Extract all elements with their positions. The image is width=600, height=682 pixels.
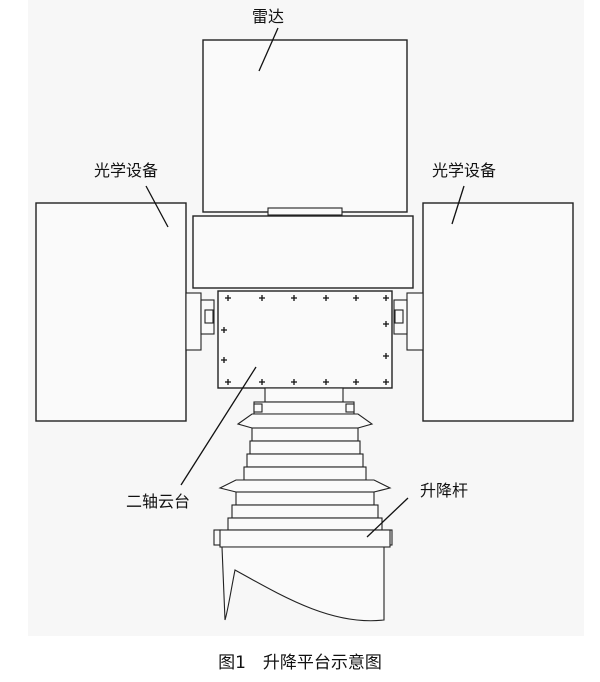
optical-right-body: [422, 202, 574, 422]
radar-label: 雷达: [252, 7, 284, 26]
optical-left-body: [35, 202, 187, 422]
gimbal-bolt: [291, 379, 297, 385]
gimbal-bolt: [353, 295, 359, 301]
gimbal-bolt: [259, 379, 265, 385]
upper-housing: [192, 215, 414, 289]
gimbal-bolt: [323, 295, 329, 301]
optical-right-bracket-inner: [394, 309, 404, 324]
gimbal-bolt: [221, 327, 227, 333]
optical-left-label: 光学设备: [94, 161, 158, 180]
gimbal-bolt: [323, 379, 329, 385]
optical-left-mount: [185, 292, 202, 351]
gimbal-bolt: [383, 295, 389, 301]
mast-top-clamp-left: [253, 403, 263, 413]
radar-leader-line: [258, 27, 279, 72]
mast-top-ring: [253, 401, 355, 415]
mast-base-plate: [219, 529, 391, 548]
mast-section-2: [249, 440, 361, 455]
radar-body: [202, 39, 408, 213]
mast-leader-line: [366, 497, 409, 538]
gimbal-bolt: [383, 321, 389, 327]
gimbal-label: 二轴云台: [126, 492, 190, 511]
mast-section-5: [235, 491, 375, 506]
radar-mount-plate: [267, 207, 343, 216]
optical-device-right: [393, 202, 574, 422]
optical-device-left: [35, 202, 215, 422]
gimbal-bolt: [291, 295, 297, 301]
mast-base-column: [221, 546, 385, 622]
mast-label: 升降杆: [420, 481, 468, 500]
mast-section-3: [246, 453, 364, 468]
optical-right-leader-line: [451, 185, 465, 225]
gimbal-body: [217, 290, 393, 389]
mast-top-collar: [264, 387, 344, 403]
mast-section-7: [227, 517, 383, 531]
gimbal-bolt: [259, 295, 265, 301]
optical-right-label: 光学设备: [432, 161, 496, 180]
mast-section-1: [251, 427, 359, 442]
lifting-mast: [213, 387, 393, 622]
mast-top-clamp-right: [345, 403, 355, 413]
mast-flange-1: [236, 413, 374, 429]
figure-caption: 图1 升降平台示意图: [218, 653, 382, 673]
mast-section-4: [243, 466, 367, 481]
two-axis-gimbal: [217, 290, 393, 389]
radar: [202, 39, 408, 216]
gimbal-bolt: [383, 353, 389, 359]
mast-section-6: [231, 504, 379, 519]
gimbal-bolt: [353, 379, 359, 385]
mast-flange-2: [218, 479, 392, 493]
optical-left-leader-line: [145, 185, 169, 228]
gimbal-bolt: [225, 379, 231, 385]
gimbal-leader-line: [180, 366, 257, 486]
gimbal-bolt: [225, 295, 231, 301]
gimbal-bolts: [221, 295, 389, 385]
optical-left-bracket-inner: [204, 309, 214, 324]
gimbal-bolt: [221, 357, 227, 363]
gimbal-bolt: [383, 379, 389, 385]
optical-right-mount: [406, 292, 424, 351]
